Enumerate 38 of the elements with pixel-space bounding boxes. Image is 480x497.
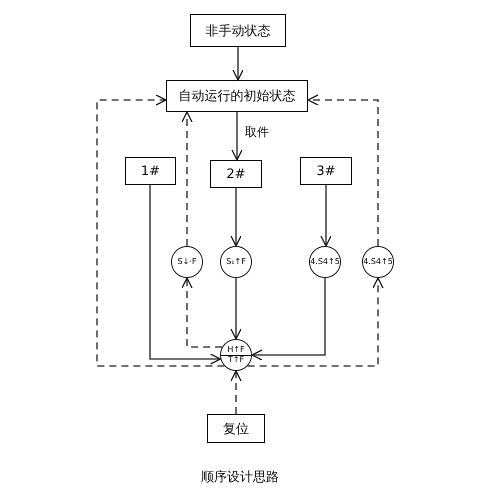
- state-box: [300, 157, 352, 185]
- arrow: [230, 188, 242, 247]
- state-label: 复位: [223, 420, 249, 438]
- arrow: [320, 185, 332, 247]
- state-circle: [309, 246, 341, 278]
- arrow: [232, 47, 244, 81]
- state-label: 2#: [226, 166, 246, 182]
- state-label: S₁↑F: [226, 258, 246, 266]
- dashed-arrow: [248, 277, 384, 367]
- state-circle: [362, 246, 394, 278]
- state-label: 4.S4↑5: [363, 258, 393, 266]
- state-circle: [220, 246, 252, 278]
- arrow: [149, 185, 222, 365]
- dashed-arrow: [307, 94, 379, 246]
- state-label: 3#: [316, 164, 336, 178]
- dashed-arrow: [230, 370, 242, 414]
- edge-label: 取件: [243, 124, 271, 141]
- state-circle: [220, 339, 252, 371]
- state-label: 4.S4↑5: [310, 258, 340, 266]
- arrow: [251, 278, 326, 361]
- dashed-arrow: [181, 111, 193, 246]
- state-box: [210, 160, 262, 188]
- state-label: 自动运行的初始状态: [178, 88, 296, 105]
- state-box: [125, 157, 176, 185]
- dashed-arrow: [96, 94, 224, 367]
- state-label: S↓·F: [178, 258, 196, 266]
- state-box: [190, 14, 286, 47]
- state-label: 非手动状态: [206, 22, 270, 40]
- state-label: T↑F: [228, 356, 244, 364]
- state-box: [166, 80, 308, 112]
- dashed-arrow: [181, 277, 222, 348]
- arrow: [231, 112, 243, 161]
- state-label: 1#: [140, 164, 160, 178]
- state-box: [207, 414, 265, 443]
- caption: 顺序设计思路: [200, 469, 280, 486]
- state-circle: [171, 246, 203, 278]
- state-label: H↑F: [227, 346, 245, 354]
- arrow: [230, 278, 242, 340]
